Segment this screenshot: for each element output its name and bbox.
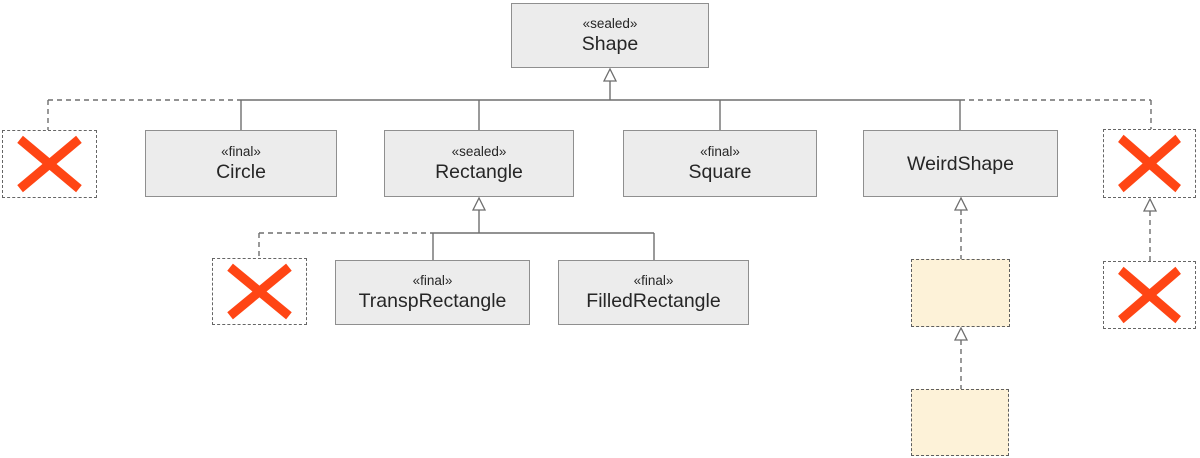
class-name: Circle — [216, 161, 266, 183]
forbidden-subclass-mid — [212, 258, 307, 325]
class-name: Rectangle — [435, 161, 523, 183]
forbidden-subclass-left — [2, 130, 97, 198]
forbidden-subclass-right-top — [1103, 129, 1196, 198]
class-name: TranspRectangle — [358, 290, 507, 312]
hidden-subclass-placeholder-1 — [911, 259, 1010, 327]
generalization-arrowhead-forbidden-right — [1142, 197, 1158, 212]
class-transp-rectangle: «final» TranspRectangle — [335, 260, 530, 325]
red-x-icon — [227, 263, 292, 320]
class-name: Square — [688, 161, 752, 183]
generalization-arrowhead-shape — [602, 67, 618, 82]
hidden-subclass-placeholder-2 — [911, 389, 1009, 456]
generalization-arrowhead-hidden1 — [953, 326, 969, 341]
stereotype-label: «final» — [700, 144, 740, 159]
class-name: WeirdShape — [907, 152, 1014, 175]
red-x-icon — [1118, 266, 1181, 324]
stereotype-label: «final» — [633, 273, 674, 288]
class-shape: «sealed» Shape — [511, 3, 709, 68]
stereotype-label: «final» — [412, 273, 453, 288]
class-rectangle: «sealed» Rectangle — [384, 130, 574, 197]
generalization-arrowhead-rectangle — [471, 196, 487, 211]
class-filled-rectangle: «final» FilledRectangle — [558, 260, 749, 325]
stereotype-label: «sealed» — [451, 144, 507, 159]
class-name: FilledRectangle — [586, 290, 721, 312]
generalization-arrowhead-weirdshape — [953, 196, 969, 211]
red-x-icon — [17, 135, 82, 193]
class-name: Shape — [581, 33, 639, 55]
forbidden-subclass-right-bottom — [1103, 261, 1196, 329]
class-circle: «final» Circle — [145, 130, 337, 197]
red-x-icon — [1118, 134, 1181, 193]
class-square: «final» Square — [623, 130, 817, 197]
stereotype-label: «sealed» — [582, 16, 638, 31]
class-weirdshape: WeirdShape — [863, 130, 1058, 197]
stereotype-label: «final» — [221, 144, 261, 159]
